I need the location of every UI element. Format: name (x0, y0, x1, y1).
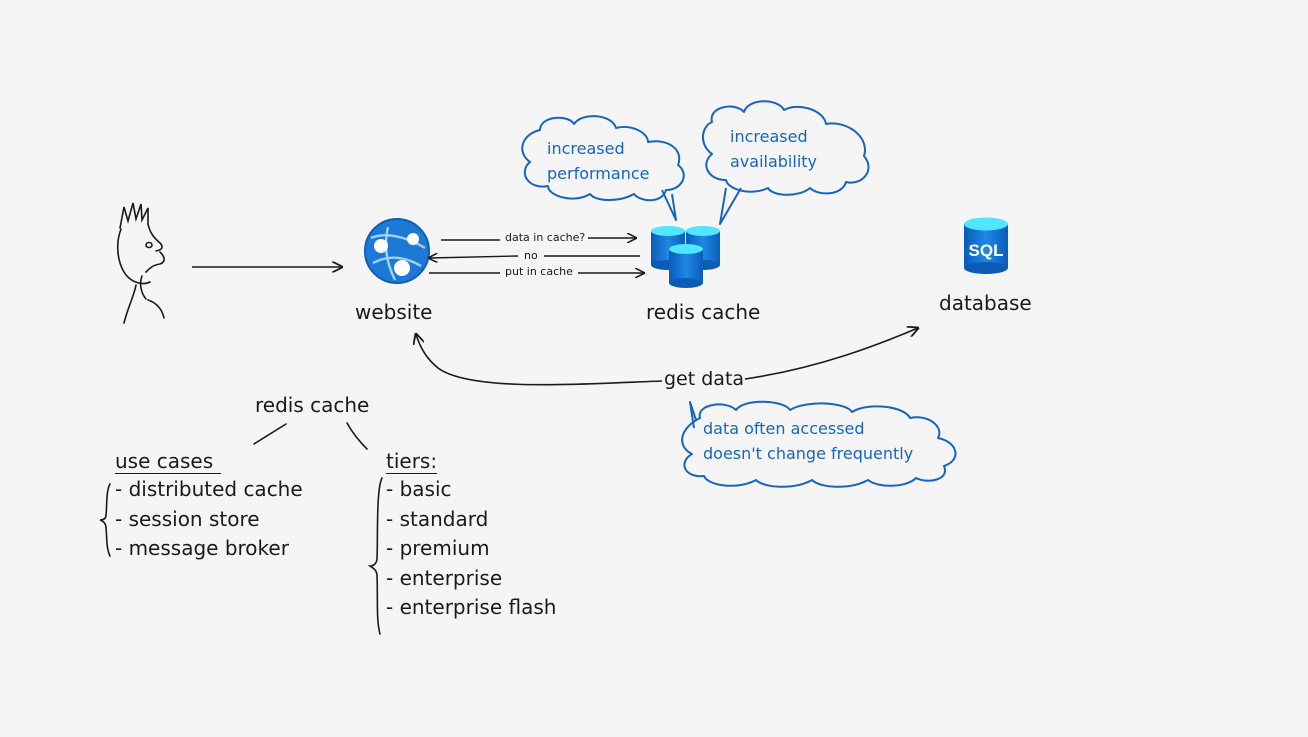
get-data-arrow (416, 328, 918, 386)
list-item: - enterprise (386, 565, 503, 590)
criteria-callout-cloud (681, 400, 957, 488)
branch-line-use-cases (253, 423, 287, 445)
sql-badge: SQL (969, 241, 1004, 260)
website-label: website (355, 300, 433, 324)
cache-miss-arrow (429, 256, 640, 258)
check-cache-arrow (441, 238, 636, 240)
availability-callout-cloud (702, 100, 870, 196)
tiers-list: - basic - standard - premium - enterpris… (386, 475, 556, 623)
list-item: - premium (386, 536, 490, 561)
availability-line-2: availability (730, 152, 818, 171)
redis-cache-icon (651, 226, 720, 288)
cache-miss-label: no (524, 249, 538, 262)
branch-line-tiers (346, 422, 368, 450)
criteria-line-2: doesn't change frequently (703, 444, 914, 463)
performance-callout-cloud (521, 115, 685, 202)
summary-root-label: redis cache (255, 393, 370, 417)
list-item: - basic (386, 477, 452, 501)
list-item: - enterprise flash (386, 595, 557, 620)
performance-callout-text: increased performance (547, 136, 649, 186)
performance-callout-tail (661, 189, 677, 221)
tiers-brace (367, 477, 383, 635)
get-data-label: get data (664, 368, 745, 390)
list-item: - session store (115, 506, 260, 531)
redis-cache-label: redis cache (646, 300, 761, 324)
list-item: - message broker (115, 536, 289, 561)
availability-callout-tail (719, 187, 742, 225)
web-app-icon (364, 218, 430, 284)
use-cases-brace (99, 483, 111, 557)
tiers-heading: tiers: (386, 449, 438, 474)
user-sketch-icon (116, 202, 165, 324)
check-cache-label: data in cache? (505, 231, 586, 244)
list-item: - standard (386, 506, 489, 531)
performance-line-2: performance (547, 164, 650, 183)
criteria-line-1: data often accessed (703, 419, 865, 438)
criteria-callout-text: data often accessed doesn't change frequ… (703, 416, 913, 466)
list-item: - distributed cache (115, 477, 303, 501)
use-cases-list: - distributed cache - session store - me… (115, 475, 303, 564)
availability-callout-text: increased availability (730, 124, 817, 174)
performance-line-1: increased (547, 139, 625, 158)
put-in-cache-label: put in cache (505, 265, 573, 278)
database-label: database (939, 291, 1032, 315)
criteria-callout-tail (689, 401, 697, 429)
sql-database-icon: SQL (964, 217, 1008, 274)
use-cases-heading: use cases (115, 449, 222, 474)
availability-line-1: increased (730, 127, 808, 146)
